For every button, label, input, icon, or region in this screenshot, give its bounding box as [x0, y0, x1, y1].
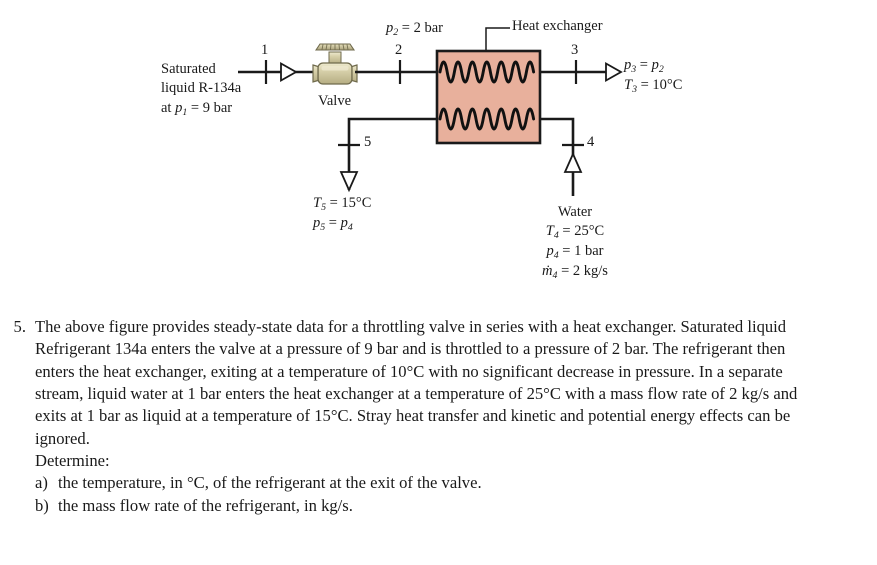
p3-symbol: p	[624, 57, 632, 73]
t3-value: = 10°C	[637, 77, 683, 94]
stream-number-4: 4	[587, 134, 595, 150]
item-b-marker: b)	[35, 495, 49, 515]
inlet-pressure-value: = 9 bar	[187, 99, 233, 116]
stream-5-pressure-line: p5 = p4	[313, 214, 371, 234]
p5-equals: =	[325, 215, 341, 232]
stream-number-3: 3	[571, 42, 579, 58]
inlet-pressure-symbol: p	[175, 99, 183, 116]
t4-symbol: T	[545, 222, 554, 239]
t4-value: = 25°C	[558, 222, 605, 239]
water-stream-conditions: Water T4 = 25°C p4 = 1 bar ṁ4 = 2 kg/s	[500, 203, 650, 283]
water-temperature-line: T4 = 25°C	[500, 222, 650, 242]
t5-symbol: T	[313, 195, 322, 211]
stream-3-pressure-line: p3 = p2	[624, 56, 682, 76]
problem-paragraph: The above figure provides steady-state d…	[35, 317, 798, 448]
p5-symbol: p	[313, 215, 321, 232]
heat-exchanger-caption: Heat exchanger	[512, 18, 603, 34]
p5-ref-symbol: p	[340, 215, 348, 232]
stream-4-line	[539, 117, 584, 196]
stream-number-1: 1	[261, 42, 269, 58]
problem-main-row: 5. The above figure provides steady-stat…	[0, 316, 877, 517]
stream-number-2: 2	[395, 42, 403, 58]
mdot4-value: = 2 kg/s	[557, 263, 608, 280]
process-flow-diagram: Heat exchanger Valve 1 2 3 4 5 p2 = 2 ba…	[161, 18, 682, 283]
stream-number-5: 5	[364, 134, 372, 150]
t5-subscript: 5	[321, 201, 326, 213]
item-a-marker: a)	[35, 473, 48, 493]
problem-body: The above figure provides steady-state d…	[35, 316, 877, 517]
pressure-2-symbol: p	[386, 20, 394, 36]
p4-subscript: 4	[553, 249, 559, 261]
pressure-2-subscript: 2	[393, 26, 399, 38]
item-b-text: the mass flow rate of the refrigerant, i…	[58, 495, 353, 515]
stream-3-temperature-line: T3 = 10°C	[624, 76, 682, 96]
heat-exchanger-body	[435, 27, 542, 145]
problem-number: 5.	[13, 317, 26, 336]
t4-subscript: 4	[553, 229, 559, 241]
pressure-2-value: = 2 bar	[398, 20, 443, 36]
mdot4-symbol: ṁ	[542, 263, 553, 280]
water-pressure-line: p4 = 1 bar	[500, 242, 650, 262]
stream-3-conditions: p3 = p2 T3 = 10°C	[624, 56, 682, 96]
p3-subscript: 3	[631, 63, 637, 75]
determine-label: Determine:	[35, 450, 110, 470]
p4-value: = 1 bar	[558, 242, 604, 259]
stream-1-line	[238, 60, 316, 84]
throttling-valve-icon	[312, 43, 358, 85]
p4-symbol: p	[546, 242, 554, 259]
mdot4-subscript: 4	[552, 270, 558, 282]
t3-symbol: T	[624, 77, 633, 94]
water-massflow-line: ṁ4 = 2 kg/s	[500, 262, 650, 282]
p3-equals: =	[636, 57, 652, 73]
diagram-canvas	[238, 27, 623, 196]
stream-3-line	[539, 60, 623, 84]
pressure-2-label: p2 = 2 bar	[386, 20, 443, 38]
stream-2-line	[355, 60, 438, 84]
determine-item-a: a) the temperature, in °C, of the refrig…	[35, 472, 805, 494]
stream-5-line	[338, 117, 437, 193]
water-label: Water	[557, 204, 593, 220]
inlet-caption-line-3: at p1 = 9 bar	[161, 99, 241, 119]
inlet-pressure-subscript: 1	[182, 106, 188, 118]
item-a-text: the temperature, in °C, of the refrigera…	[58, 473, 482, 493]
refrigerant-inlet-caption: Saturated liquid R-134a at p1 = 9 bar	[161, 60, 241, 118]
determine-item-b: b) the mass flow rate of the refrigerant…	[35, 495, 805, 517]
t5-value: = 15°C	[326, 195, 372, 211]
p5-subscript: 5	[320, 221, 326, 233]
stream-5-conditions: T5 = 15°C p5 = p4	[313, 194, 371, 234]
stream-5-temperature-line: T5 = 15°C	[313, 194, 371, 214]
inlet-caption-line-1: Saturated	[161, 61, 216, 77]
inlet-caption-line-2: liquid R-134a	[161, 80, 242, 97]
problem-statement: 5. The above figure provides steady-stat…	[0, 316, 877, 517]
p5-ref-subscript: 4	[347, 221, 353, 233]
p3-ref-symbol: p	[651, 57, 659, 73]
valve-caption: Valve	[318, 93, 352, 109]
inlet-pressure-prefix: at	[161, 99, 176, 116]
p3-ref-subscript: 2	[658, 63, 664, 75]
t3-subscript: 3	[632, 83, 637, 95]
